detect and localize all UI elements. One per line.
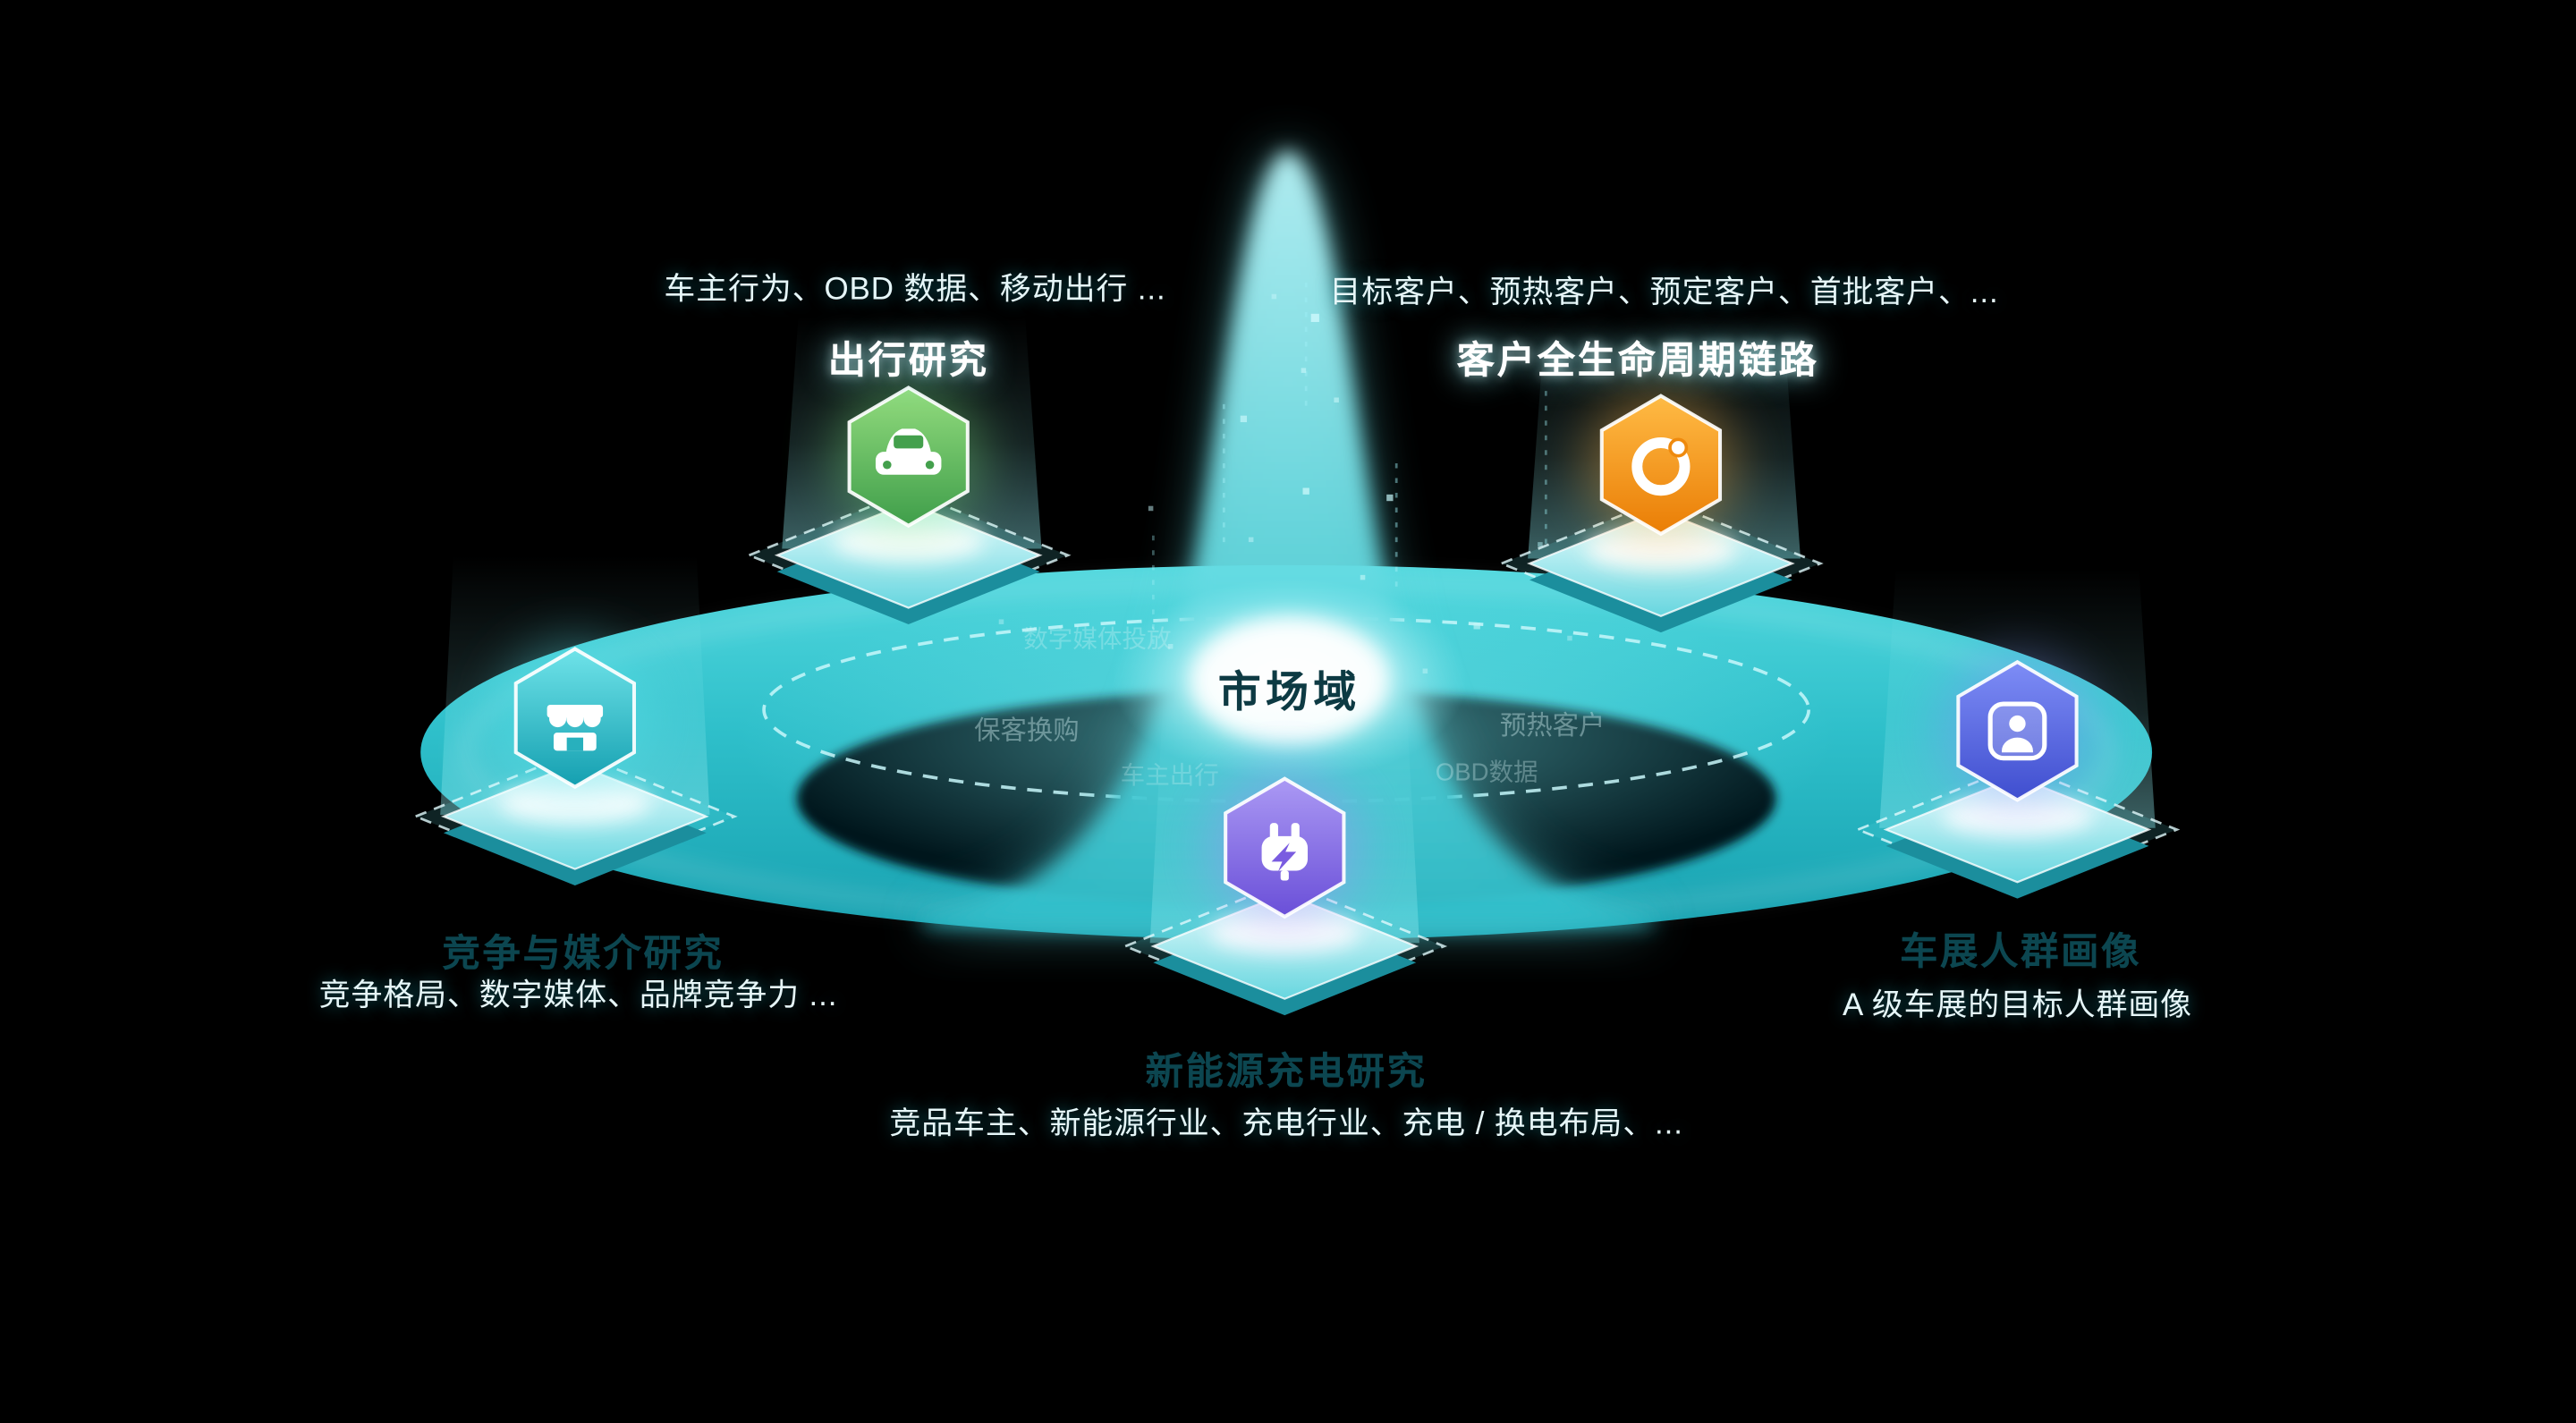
competition-title: 竞争与媒介研究: [442, 931, 724, 975]
orbit-icon: [1631, 437, 1690, 496]
lifecycle-subtitle: 目标客户、预热客户、预定客户、首批客户、...: [1329, 275, 1999, 311]
lifecycle-title: 客户全生命周期链路: [1456, 338, 1819, 382]
ring-label-loyalty: 保客换购: [974, 717, 1080, 746]
charging-plug-icon: [1261, 823, 1309, 881]
hex-badge-orange: [1599, 394, 1723, 537]
competition-subtitle: 竞争格局、数字媒体、品牌竞争力 ...: [318, 978, 838, 1014]
platform-audience: [1854, 655, 2181, 899]
charging-subtitle: 竞品车主、新能源行业、充电行业、充电 / 换电布局、...: [889, 1106, 1683, 1142]
platform-travel: [745, 381, 1072, 624]
platform-competition: [411, 642, 738, 885]
center-label: 市场域: [1217, 666, 1361, 716]
platform-glow: [1941, 796, 2093, 836]
car-icon: [875, 428, 942, 475]
audience-title: 车展人群画像: [1900, 929, 2142, 973]
platform-glow: [499, 783, 651, 824]
audience-subtitle: A 级车展的目标人群画像: [1842, 988, 2192, 1024]
ring-label-travel: 车主出行: [1120, 762, 1219, 791]
charging-title: 新能源充电研究: [1145, 1049, 1428, 1093]
beacon-body: [919, 150, 1657, 927]
center-beacon: [919, 150, 1657, 927]
storefront-icon: [547, 704, 604, 751]
platform-glow: [1208, 913, 1360, 953]
platform-glow: [1585, 530, 1737, 571]
platform-lifecycle: [1498, 389, 1824, 633]
person-badge-icon: [1987, 701, 2047, 761]
ring-label-obd: OBD数据: [1435, 758, 1538, 787]
ring-label-warm-leads: 预热客户: [1499, 713, 1606, 741]
travel-subtitle: 车主行为、OBD 数据、移动出行 ...: [664, 272, 1166, 308]
travel-title: 出行研究: [827, 338, 989, 382]
platform-glow: [833, 522, 985, 563]
platform-charging: [1122, 772, 1448, 1016]
ring-label-digital-media: 数字媒体投放: [1023, 625, 1172, 655]
